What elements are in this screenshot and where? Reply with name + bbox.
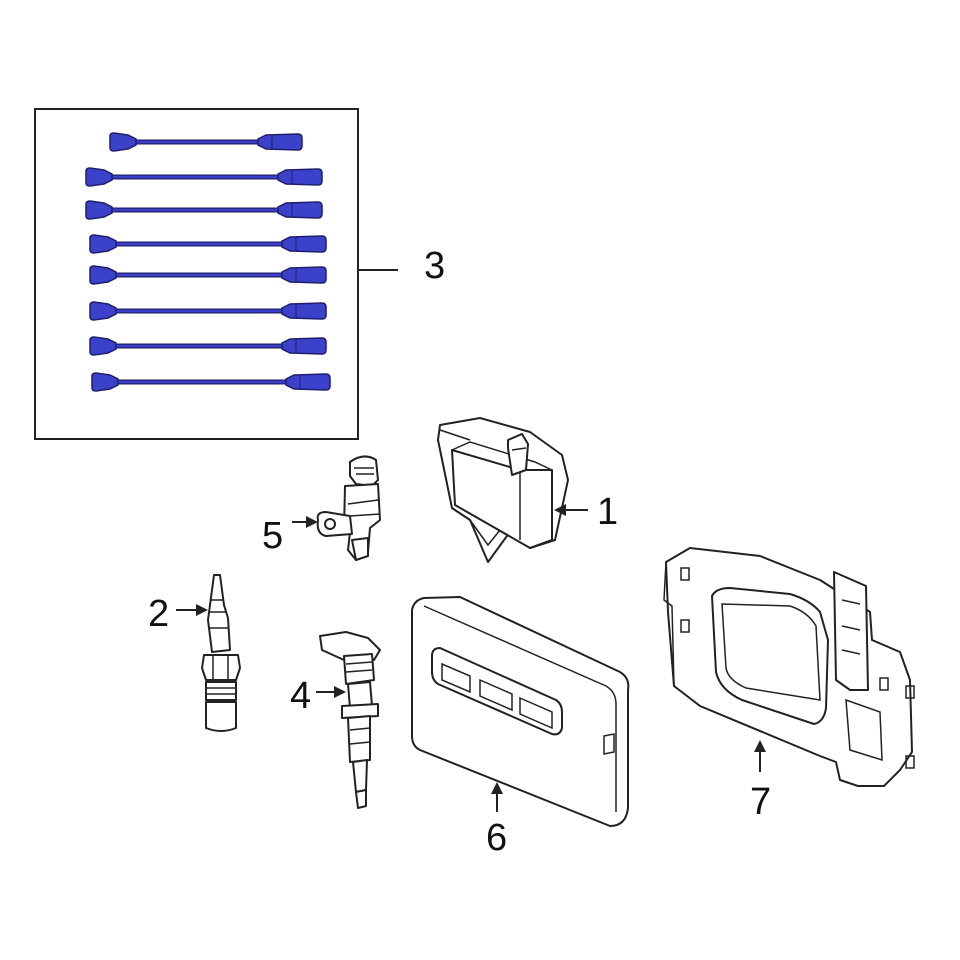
mounting-bracket[interactable] bbox=[663, 547, 915, 787]
spark-plug-wire[interactable] bbox=[85, 167, 323, 187]
spark-plug-wire[interactable] bbox=[109, 132, 303, 152]
spark-plug-wire[interactable] bbox=[89, 265, 327, 285]
fuel-injector[interactable] bbox=[319, 631, 381, 809]
engine-control-module[interactable] bbox=[411, 596, 630, 827]
callout-3: 3 bbox=[424, 245, 445, 287]
callout-1: 1 bbox=[597, 491, 618, 533]
spark-plug-wire[interactable] bbox=[89, 234, 327, 254]
arrow-head-4 bbox=[334, 686, 346, 698]
spark-plug[interactable] bbox=[201, 574, 241, 732]
callout-5: 5 bbox=[262, 515, 283, 557]
spark-plug-wire[interactable] bbox=[85, 200, 323, 220]
spark-plug-wire[interactable] bbox=[89, 301, 327, 321]
callout-7: 7 bbox=[750, 781, 771, 823]
callout-4: 4 bbox=[290, 675, 311, 717]
arrow-head-5 bbox=[306, 516, 318, 528]
callout-2: 2 bbox=[148, 593, 169, 635]
ignition-coil[interactable] bbox=[437, 417, 569, 563]
spark-plug-wire-set[interactable] bbox=[34, 108, 359, 440]
arrow-head-1 bbox=[554, 504, 566, 516]
spark-plug-wire[interactable] bbox=[89, 336, 327, 356]
spark-plug-wire[interactable] bbox=[91, 372, 331, 392]
arrow-head-6 bbox=[491, 782, 503, 794]
arrow-head-7 bbox=[754, 740, 766, 752]
wire-group bbox=[85, 132, 331, 392]
camshaft-sensor[interactable] bbox=[316, 455, 381, 561]
callout-6: 6 bbox=[486, 817, 507, 859]
arrow-head-2 bbox=[196, 604, 208, 616]
